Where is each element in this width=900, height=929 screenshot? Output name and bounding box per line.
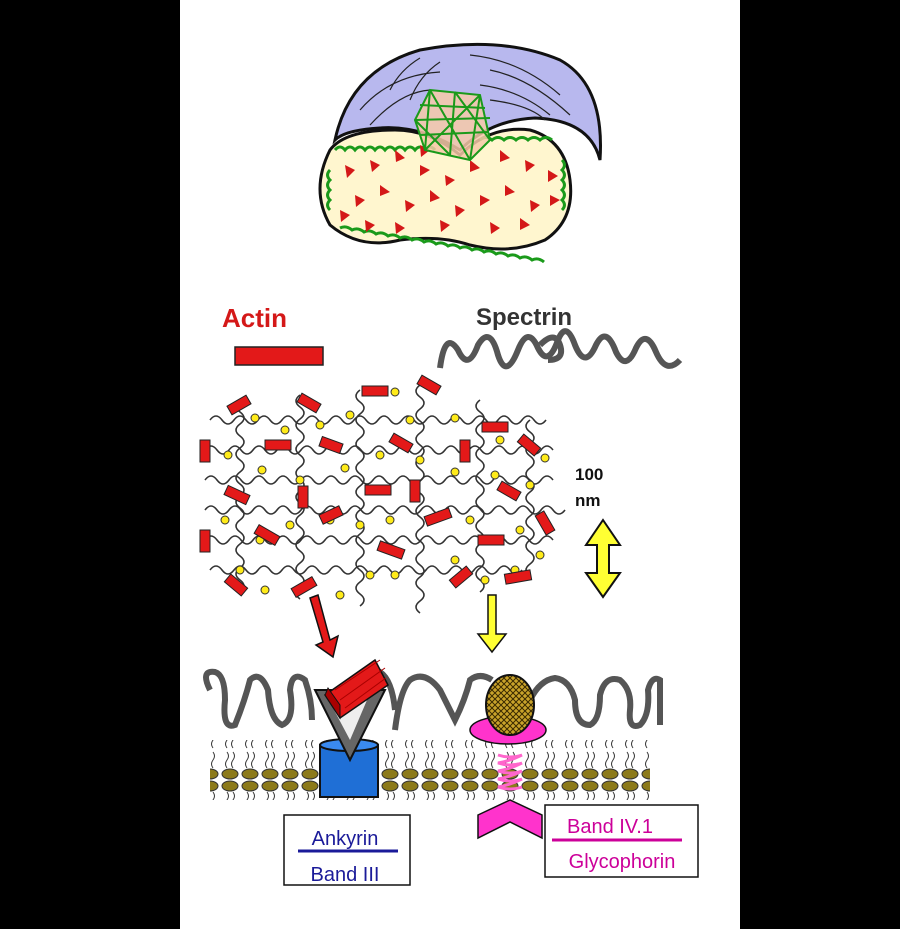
band41-protein — [485, 674, 535, 736]
yellow-pointer-arrow — [476, 594, 508, 654]
red-pointer-arrow — [309, 594, 340, 659]
actin-legend-bar — [234, 346, 324, 366]
band3-ankyrin-complex — [313, 658, 389, 798]
ankyrin-band3-label-box: Ankyrin Band III — [283, 814, 411, 886]
ankyrin-label: Ankyrin — [312, 828, 379, 850]
glycophorin-extracellular — [477, 799, 543, 840]
spectrin-actin-network — [199, 374, 566, 614]
band3-label: Band III — [311, 864, 380, 886]
ankyrin-bound-actin — [323, 658, 389, 720]
band41-glycophorin-label-box: Band IV.1 Glycophorin — [544, 804, 699, 878]
cell-surface-contours — [359, 54, 571, 126]
actin-legend-label: Actin — [222, 303, 287, 333]
lipid-bilayer — [210, 740, 650, 800]
band41-glycophorin-complex — [469, 674, 547, 840]
band41-label: Band IV.1 — [567, 816, 653, 838]
spectrin-legend-label: Spectrin — [476, 304, 572, 331]
scale-value-label: 100 — [575, 465, 603, 484]
spectrin-membrane-loops — [203, 668, 663, 731]
rbc-cell-illustration — [318, 42, 602, 264]
cell-cytoskeleton-rim — [326, 136, 566, 264]
glycophorin-label: Glycophorin — [569, 851, 676, 873]
network-actin-filaments — [199, 374, 556, 599]
cell-skeleton-mesh — [413, 88, 492, 162]
scale-double-arrow — [584, 518, 622, 599]
glycophorin-helix — [497, 753, 523, 791]
scale-unit-label: nm — [575, 491, 601, 510]
